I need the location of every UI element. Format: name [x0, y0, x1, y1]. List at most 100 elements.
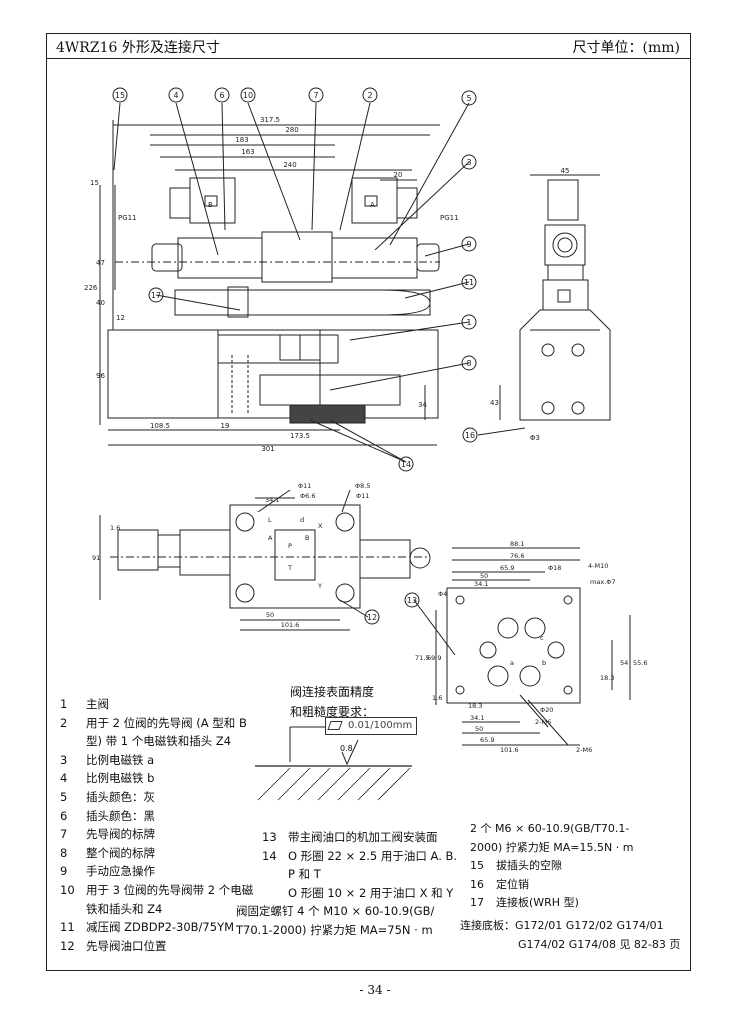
svg-text:14: 14: [401, 460, 411, 469]
svg-text:PG11: PG11: [440, 214, 459, 222]
hatch: [257, 767, 411, 801]
svg-text:34.1: 34.1: [265, 496, 279, 504]
page-number: - 34 -: [359, 983, 391, 997]
svg-text:65.9: 65.9: [500, 564, 514, 572]
svg-text:5: 5: [466, 94, 471, 103]
svg-text:163: 163: [241, 148, 254, 156]
callout-circles: 15 4 6 10 7 2 5 3 9 11 17 1 8 14 16 13 1…: [112, 87, 478, 625]
svg-text:L: L: [268, 516, 272, 524]
svg-text:301: 301: [261, 445, 274, 453]
callout-16: 16: [462, 427, 478, 443]
dims-top: 317.5 280 183 163 240 20 15 PG11 PG11 A …: [84, 116, 569, 453]
svg-text:17: 17: [151, 291, 161, 300]
svg-text:280: 280: [285, 126, 298, 134]
svg-text:317.5: 317.5: [260, 116, 280, 124]
svg-text:43: 43: [490, 399, 499, 407]
svg-text:101.6: 101.6: [500, 746, 519, 754]
side-view: [477, 174, 611, 436]
svg-text:15: 15: [90, 179, 99, 187]
units-label: 尺寸单位：(mm): [572, 40, 680, 56]
svg-text:11: 11: [464, 278, 474, 287]
svg-text:71.5: 71.5: [415, 654, 429, 662]
roughness-symbol: [255, 726, 412, 767]
callout-8: 8: [461, 355, 477, 371]
callout-14: 14: [398, 456, 414, 472]
svg-text:A: A: [370, 201, 375, 209]
legend-item: 连接底板：G172/01 G172/02 G174/01: [460, 918, 664, 932]
roughness-value: 0.8: [340, 744, 353, 753]
svg-text:8: 8: [466, 359, 471, 368]
svg-text:45: 45: [561, 167, 570, 175]
legend-item: T70.1-2000) 拧紧力矩 MA=75N · m: [236, 922, 433, 937]
svg-text:96: 96: [96, 372, 105, 380]
svg-text:13: 13: [407, 596, 417, 605]
svg-text:91: 91: [92, 554, 100, 562]
svg-text:X: X: [318, 522, 323, 530]
svg-text:B: B: [208, 201, 213, 209]
svg-text:A: A: [268, 534, 273, 542]
svg-text:183: 183: [235, 136, 248, 144]
front-view: [99, 102, 470, 463]
svg-text:2: 2: [367, 91, 372, 100]
svg-text:4: 4: [173, 91, 178, 100]
callout-10: 10: [240, 87, 256, 103]
svg-text:88.1: 88.1: [510, 540, 524, 548]
svg-text:Φ11: Φ11: [298, 482, 311, 490]
legend-item: 2 个 M6 × 60-10.9(GB/T70.1-: [470, 822, 630, 835]
drawing-frame: 4WRZ16 外形及连接尺寸 尺寸单位：(mm): [46, 33, 691, 971]
svg-text:Φ11: Φ11: [356, 492, 369, 500]
legend-item: 型) 带 1 个电磁铁和插头 Z4: [86, 734, 232, 749]
svg-text:50: 50: [266, 611, 274, 619]
svg-text:6: 6: [219, 91, 224, 100]
svg-text:19: 19: [221, 422, 230, 430]
svg-text:9: 9: [466, 240, 471, 249]
svg-text:10: 10: [243, 91, 253, 100]
svg-text:Y: Y: [317, 582, 322, 590]
svg-text:1: 1: [466, 318, 471, 327]
callout-17: 17: [148, 287, 164, 303]
legend-item: O 形圈 10 × 2 用于油口 X 和 Y: [288, 885, 454, 900]
svg-text:50: 50: [475, 725, 483, 733]
callout-5: 5: [461, 90, 477, 106]
svg-text:Φ6.6: Φ6.6: [300, 492, 315, 500]
svg-text:47: 47: [96, 259, 105, 267]
svg-text:1.6: 1.6: [110, 524, 120, 532]
legend-item: P 和 T: [288, 867, 321, 882]
svg-text:101.6: 101.6: [281, 621, 300, 629]
svg-text:34: 34: [418, 401, 427, 409]
flatness-box: 0.01/100mm: [325, 717, 417, 735]
svg-text:76.6: 76.6: [510, 552, 524, 560]
svg-text:226: 226: [84, 284, 98, 292]
legend-item: 阀固定螺钉 4 个 M10 × 60-10.9(GB/: [236, 904, 435, 919]
svg-text:18.3: 18.3: [600, 674, 614, 682]
callout-9: 9: [461, 236, 477, 252]
svg-text:Φ3: Φ3: [530, 434, 540, 442]
svg-text:4-M10: 4-M10: [588, 562, 608, 570]
callout-15: 15: [112, 87, 128, 103]
svg-text:Φ20: Φ20: [540, 706, 553, 714]
svg-text:max.Φ7: max.Φ7: [590, 578, 615, 586]
legend-right: 2 个 M6 × 60-10.9(GB/T70.1- 2000) 拧紧力矩 MA…: [460, 820, 688, 954]
svg-text:20: 20: [394, 171, 403, 179]
svg-text:2-M6: 2-M6: [576, 746, 592, 754]
svg-text:Φ8.5: Φ8.5: [355, 482, 370, 490]
callout-2: 2: [362, 87, 378, 103]
svg-text:40: 40: [96, 299, 105, 307]
svg-text:65.9: 65.9: [480, 736, 494, 744]
svg-text:240: 240: [283, 161, 296, 169]
callout-3: 3: [461, 154, 477, 170]
